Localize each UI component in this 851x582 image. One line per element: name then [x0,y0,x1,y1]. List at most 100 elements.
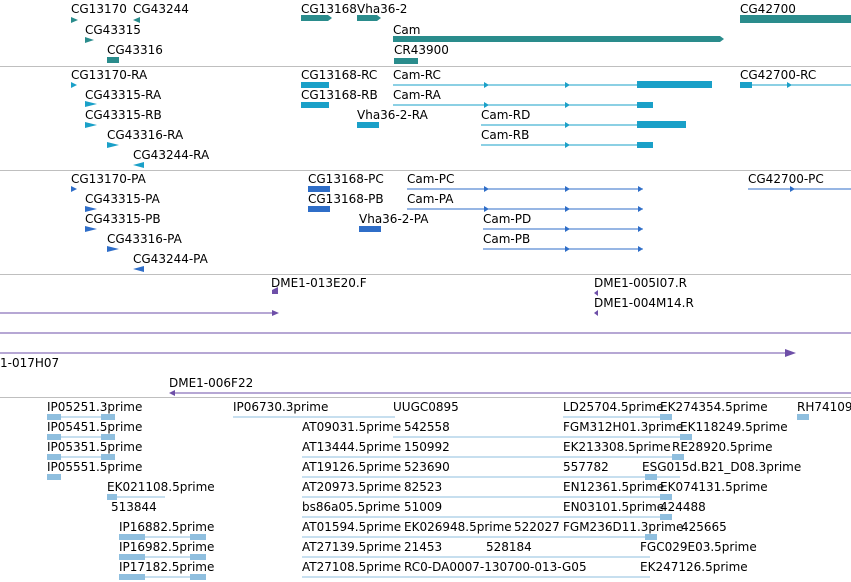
est-label[interactable]: 523690 [404,460,450,474]
est-label[interactable]: FGM312H01.3prime [563,420,684,434]
gene-glyph-CR43900[interactable] [394,58,418,64]
est-label[interactable]: 522027 [514,520,560,534]
protein-glyph-CG43315-PB[interactable] [85,226,97,232]
gene-glyph-CG13170[interactable] [71,17,78,23]
est-label[interactable]: RC0-DA0007-130700-013-G05 [404,560,587,574]
est-label[interactable]: RE28920.5prime [672,440,773,454]
clone-glyph-DME1-004M14.R[interactable] [594,310,598,316]
transcript-glyph-CG13170-RA[interactable] [71,82,77,88]
transcript-label[interactable]: CG42700-RC [740,68,817,82]
protein-label[interactable]: CG43244-PA [133,252,208,266]
clone-label[interactable]: DME1-004M14.R [594,296,694,310]
est-label[interactable]: AT27139.5prime [302,540,402,554]
est-label[interactable]: 21453 [404,540,443,554]
transcript-label[interactable]: CG13168-RC [301,68,378,82]
protein-glyph-CG43315-PA[interactable] [85,206,97,212]
est-glyph-IP05551[interactable] [47,474,61,480]
protein-label[interactable]: CG13168-PB [308,192,384,206]
est-label[interactable]: EK118249.5prime [680,420,788,434]
protein-label[interactable]: CG43315-PB [85,212,161,226]
est-glyph-IP05351[interactable] [47,454,61,460]
protein-label[interactable]: CG43315-PA [85,192,160,206]
est-label[interactable]: 82523 [404,480,443,494]
transcript-label[interactable]: CG43315-RA [85,88,162,102]
est-label[interactable]: EK021108.5prime [107,480,215,494]
gene-glyph-CG42700[interactable] [740,15,851,23]
clone-glyph-DME1-013E20.F[interactable] [272,287,278,294]
transcript-glyph-CG42700-RC[interactable] [740,82,752,88]
est-label[interactable]: bs86a05.5prime [302,500,401,514]
gene-label-Vha36-2[interactable]: Vha36-2 [357,2,408,16]
transcript-label[interactable]: CG13168-RB [301,88,378,102]
transcript-label[interactable]: Cam-RC [393,68,441,82]
est-glyph-IP16882[interactable] [119,534,145,540]
transcript-glyph-CG43315-RA[interactable] [85,101,97,107]
est-label[interactable]: AT09031.5prime [302,420,402,434]
est-label[interactable]: EK274354.5prime [660,400,768,414]
est-label[interactable]: ESG015d.B21_D08.3prime [642,460,802,474]
gene-glyph-CG43315[interactable] [85,37,94,43]
est-label[interactable]: 557782 [563,460,609,474]
est-label[interactable]: EN12361.5prime [563,480,665,494]
est-glyph-RH74109[interactable] [797,414,809,420]
est-label[interactable]: AT01594.5prime [302,520,402,534]
gene-glyph-Vha36-2[interactable] [357,15,381,21]
protein-label[interactable]: Cam-PD [483,212,532,226]
protein-label[interactable]: Vha36-2-PA [359,212,429,226]
est-glyph-EK021108[interactable] [107,494,117,500]
transcript-glyph-CG13168-RB[interactable] [301,102,329,108]
est-glyph-IP17182[interactable] [119,574,145,580]
transcript-label[interactable]: CG43315-RB [85,108,162,122]
clone-label[interactable]: 1-017H07 [0,356,60,370]
clone-label[interactable]: DME1-005I07.R [594,276,688,290]
gene-label-CG43315[interactable]: CG43315 [85,23,141,37]
gene-glyph-CG43244[interactable] [133,17,140,23]
gene-glyph-Cam[interactable] [393,36,724,42]
protein-glyph-CG43316-PA[interactable] [107,246,119,252]
est-label[interactable]: EN03101.5prime [563,500,665,514]
transcript-label[interactable]: Cam-RB [481,128,530,142]
transcript-label[interactable]: CG13170-RA [71,68,148,82]
est-label[interactable]: EK247126.5prime [640,560,748,574]
transcript-label[interactable]: CG43316-RA [107,128,184,142]
protein-label[interactable]: Cam-PA [407,192,454,206]
transcript-label[interactable]: Vha36-2-RA [357,108,428,122]
est-label[interactable]: IP05451.5prime [47,420,143,434]
est-label[interactable]: FGM236D11.3prime [563,520,684,534]
est-label[interactable]: IP05251.3prime [47,400,143,414]
est-label[interactable]: FGC029E03.5prime [640,540,757,554]
protein-label[interactable]: CG42700-PC [748,172,824,186]
transcript-label[interactable]: Cam-RD [481,108,531,122]
gene-label-CG42700[interactable]: CG42700 [740,2,796,16]
transcript-glyph-CG13168-RC[interactable] [301,82,329,88]
clone-label[interactable]: DME1-006F22 [169,376,254,390]
est-label[interactable]: IP16882.5prime [119,520,215,534]
gene-label-CG13168[interactable]: CG13168 [301,2,357,16]
transcript-glyph-CG43244-RA[interactable] [133,162,144,168]
est-label[interactable]: IP16982.5prime [119,540,215,554]
est-label[interactable]: 51009 [404,500,443,514]
est-label[interactable]: EK026948.5prime [404,520,512,534]
est-label[interactable]: AT20973.5prime [302,480,402,494]
protein-glyph-Vha36-2-PA[interactable] [359,226,381,232]
protein-glyph-CG13168-PB[interactable] [308,206,330,212]
transcript-glyph-CG43316-RA[interactable] [107,142,119,148]
protein-label[interactable]: Cam-PB [483,232,531,246]
est-label[interactable]: IP05351.5prime [47,440,143,454]
est-label[interactable]: 425665 [681,520,727,534]
clone-glyph-DME1-005I07.R[interactable] [594,290,598,296]
transcript-label[interactable]: CG43244-RA [133,148,210,162]
clone-label[interactable]: DME1-013E20.F [271,276,367,290]
protein-glyph-CG13168-PC[interactable] [308,186,330,192]
est-label[interactable]: UUGC0895 [393,400,459,414]
est-label[interactable]: 528184 [486,540,532,554]
est-label[interactable]: LD25704.5prime [563,400,664,414]
gene-label-Cam[interactable]: Cam [393,23,421,37]
gene-glyph-CG13168[interactable] [301,15,332,21]
transcript-glyph-CG43315-RB[interactable] [85,122,97,128]
est-label[interactable]: RH74109 [797,400,851,414]
est-label[interactable]: EK213308.5prime [563,440,671,454]
est-label[interactable]: AT13444.5prime [302,440,402,454]
est-label[interactable]: IP17182.5prime [119,560,215,574]
protein-label[interactable]: CG13168-PC [308,172,384,186]
